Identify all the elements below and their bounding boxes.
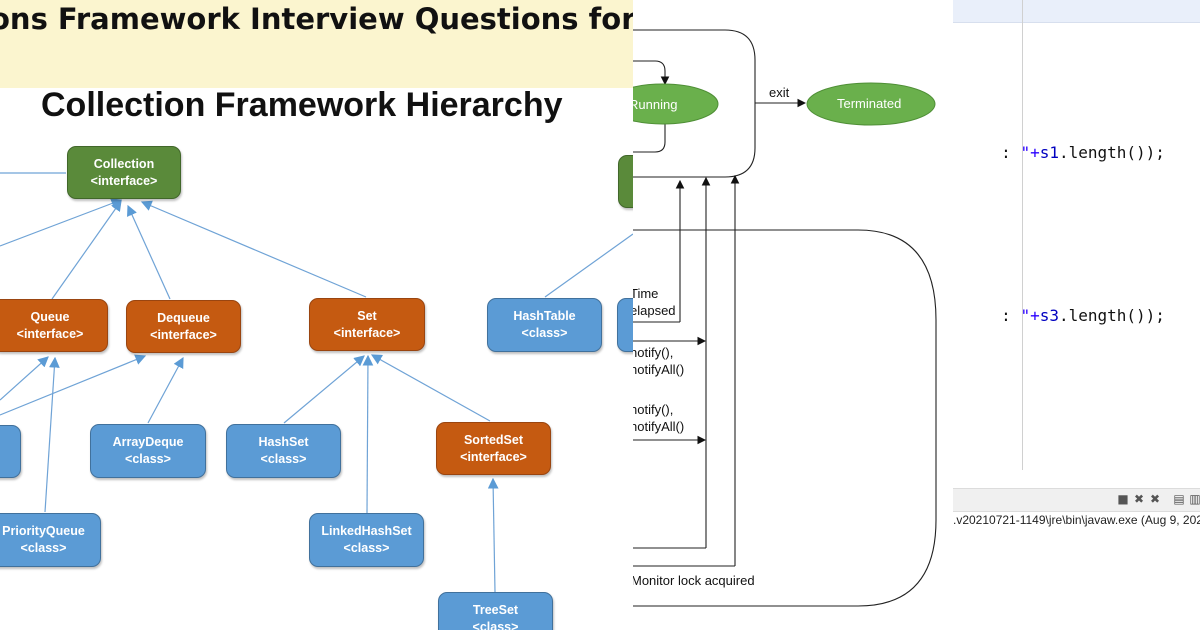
arrow-dequeue-to-collection [127,204,171,300]
terminate-icon[interactable]: ■ [1117,492,1129,506]
node-set-name: Set [357,308,377,323]
elapsed-label: elapsed [633,303,676,318]
arrow-sortedset-to-set [370,354,491,422]
node-hashtable-kind: <class> [521,326,568,340]
node-sortedset: SortedSet <interface> [436,422,551,475]
notify-1-line1: notify(), [633,345,674,360]
node-collection-name: Collection [93,156,155,171]
remove-launch-icon[interactable]: ✖ [1133,492,1145,506]
arrow-arraydeque-to-dequeue [147,356,184,424]
node-sortedset-name: SortedSet [463,432,524,447]
arrow-left2-to-dequeue [0,354,147,416]
editor-margin-line [1022,0,1023,470]
node-arraydeque-name: ArrayDeque [112,435,184,449]
code-line-s3-rest: .length()); [1058,306,1165,325]
arrow-queue-to-collection [51,200,122,300]
code-line-s1-string: "+ [1020,143,1040,162]
code-line-s3-string: "+ [1020,306,1040,325]
node-set-kind: <interface> [333,325,401,340]
node-sortedset-kind: <interface> [460,449,527,464]
running-label: Running [633,97,678,112]
exit-label: exit [769,85,790,100]
code-line-s3-field: s3 [1039,306,1059,325]
arrow-hashtable-to-right [544,233,633,298]
notify-1-line2: notifyAll() [633,362,685,377]
editor-tab-strip [953,0,1200,23]
node-linkedhashset-kind: <class> [343,541,390,555]
code-line-s3[interactable]: : "+s3.length()); [953,287,1165,344]
console-toolbar: ■ ✖ ✖ ▤ ▥ [953,488,1200,512]
node-priorityqueue: PriorityQueue <class> [0,513,101,567]
terminated-label: Terminated [837,96,902,111]
waiting-container [633,229,937,607]
node-linkedhashset: LinkedHashSet <class> [309,513,424,567]
node-set: Set <interface> [309,298,425,351]
remove-all-launches-icon[interactable]: ✖ [1149,492,1161,506]
code-line-s1[interactable]: : "+s1.length()); [953,124,1165,181]
node-priorityqueue-kind: <class> [20,541,67,555]
code-line-s1-rest: .length()); [1058,143,1165,162]
code-line-s1-field: s1 [1039,143,1059,162]
node-treeset-kind: <class> [472,620,519,630]
arrow-linkedhashset-to-set [362,354,374,514]
node-partial-blue-right [617,298,633,352]
node-hashset-kind: <class> [260,452,307,466]
notify-1-label: notify(), notifyAll() [633,344,684,378]
node-treeset: TreeSet <class> [438,592,553,630]
collection-hierarchy-panel: ons Framework Interview Questions for J … [0,0,633,630]
banner-title: ons Framework Interview Questions for J [0,2,633,36]
node-partial-green [618,155,633,208]
monitor-lock-label: Monitor lock acquired [633,573,755,588]
node-queue: Queue <interface> [0,299,108,352]
notify-2-label: notify(), notifyAll() [633,401,684,435]
time-elapsed-label: Time elapsed [633,285,676,319]
node-hashtable-name: HashTable [513,309,576,323]
arrow-treeset-to-sortedset [487,477,499,593]
scroll-lock-icon[interactable]: ▥ [1189,492,1200,506]
notify-2-line2: notifyAll() [633,419,685,434]
thread-state-lines [633,29,937,607]
node-hashset-name: HashSet [258,435,309,449]
running-self-loop [633,60,670,86]
code-editor-panel: : "+s1.length()); : "+s3.length()); ■ ✖ … [953,0,1200,630]
node-treeset-name: TreeSet [472,603,519,617]
thread-state-diagram-panel: Running Terminated exit Time elapsed not… [633,0,953,630]
node-collection: Collection <interface> [67,146,181,199]
node-queue-name: Queue [30,309,70,324]
time-label: Time [633,286,659,301]
terminated-state [806,82,936,126]
node-arraydeque-kind: <class> [125,452,171,466]
notify-2-line1: notify(), [633,402,674,417]
console-process-label: .v20210721-1149\jre\bin\javaw.exe (Aug 9… [953,513,1200,527]
arrow-set-to-collection [140,200,367,298]
code-line-s3-prefix: : [991,306,1021,325]
code-line-s1-prefix: : [991,143,1021,162]
node-dequeue-kind: <interface> [150,327,217,342]
arrow-left-to-queue [0,356,49,401]
title-banner: ons Framework Interview Questions for J [0,0,633,88]
clear-console-icon[interactable]: ▤ [1173,492,1185,506]
node-hashset: HashSet <class> [226,424,341,478]
running-state [633,83,719,125]
running-self-loop-lower [633,124,666,153]
node-dequeue: Dequeue <interface> [126,300,241,353]
arrow-left-to-collection [0,198,123,247]
arrow-hashset-to-set [283,355,365,424]
hierarchy-arrows [0,172,633,593]
node-queue-kind: <interface> [16,326,84,341]
node-hashtable: HashTable <class> [487,298,602,352]
hierarchy-title: Collection Framework Hierarchy [41,86,563,124]
node-partial-blue-left [0,425,21,478]
node-priorityqueue-name: PriorityQueue [2,524,85,538]
node-linkedhashset-name: LinkedHashSet [321,524,412,538]
arrow-priorityqueue-to-queue [44,356,60,513]
node-collection-kind: <interface> [90,173,158,188]
node-dequeue-name: Dequeue [157,310,210,325]
node-arraydeque: ArrayDeque <class> [90,424,206,478]
